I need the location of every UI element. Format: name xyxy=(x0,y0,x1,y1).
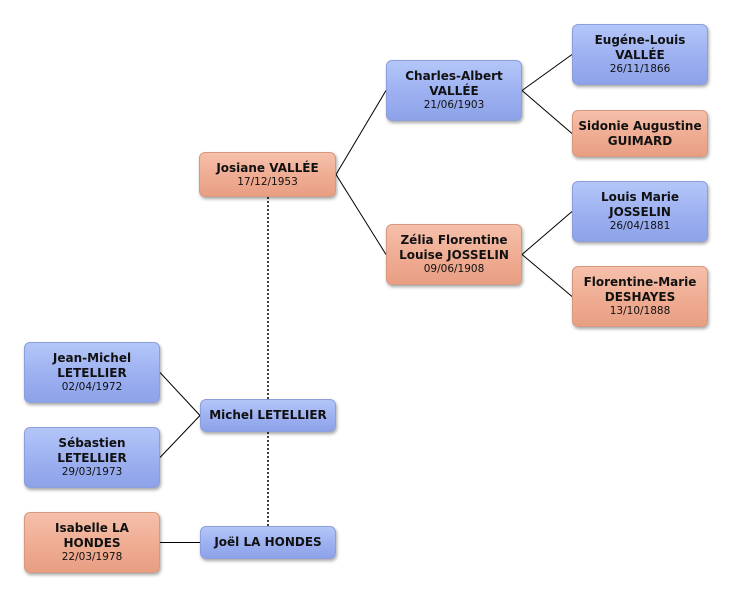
person-name-line2: VALLÉE xyxy=(429,84,479,98)
edge-michel-jeanmichel xyxy=(159,372,201,416)
edge-charles-eugene xyxy=(521,54,573,91)
person-name: Louis Marie xyxy=(600,190,680,204)
person-isabelle-la-hondes[interactable]: Isabelle LA HONDES 22/03/1978 xyxy=(24,512,160,573)
edge-charles-sidonie xyxy=(521,90,573,134)
person-birth-date: 26/04/1881 xyxy=(609,220,671,232)
person-name-line2: VALLÉE xyxy=(615,48,665,62)
person-zelia-florentine-josselin[interactable]: Zélia Florentine Louise JOSSELIN 09/06/1… xyxy=(386,224,522,285)
edge-josiane-zelia xyxy=(335,174,387,255)
person-louis-marie-josselin[interactable]: Louis Marie JOSSELIN 26/04/1881 xyxy=(572,181,708,242)
person-sebastien-letellier[interactable]: Sébastien LETELLIER 29/03/1973 xyxy=(24,427,160,488)
edge-josiane-charles xyxy=(335,90,387,175)
person-name: Josiane VALLÉE xyxy=(216,160,319,175)
edge-zelia-louis xyxy=(521,211,573,255)
person-sidonie-augustine-guimard[interactable]: Sidonie Augustine GUIMARD xyxy=(572,110,708,157)
person-name: Joël LA HONDES xyxy=(214,535,322,549)
person-name-line2: Louise JOSSELIN xyxy=(399,248,509,262)
person-birth-date: 21/06/1903 xyxy=(423,99,485,111)
person-name: Michel LETELLIER xyxy=(209,408,327,422)
person-name-line2: LETELLIER xyxy=(57,451,127,465)
person-name-line2: DESHAYES xyxy=(604,290,676,304)
person-eugene-louis-vallee[interactable]: Eugéne-Louis VALLÉE 26/11/1866 xyxy=(572,24,708,85)
person-name-line2: LETELLIER xyxy=(57,366,127,380)
person-name-line2: HONDES xyxy=(63,536,121,550)
person-birth-date: 22/03/1978 xyxy=(61,551,123,563)
person-birth-date: 09/06/1908 xyxy=(423,263,485,275)
person-birth-date: 13/10/1888 xyxy=(609,305,671,317)
person-joel-la-hondes[interactable]: Joël LA HONDES xyxy=(200,526,336,559)
person-name: Sidonie Augustine xyxy=(578,118,702,133)
person-name-line2: GUIMARD xyxy=(607,133,673,148)
person-name: Florentine-Marie xyxy=(583,275,697,289)
edge-michel-sebastien xyxy=(159,415,201,458)
person-name: Charles-Albert xyxy=(405,69,503,83)
person-jean-michel-letellier[interactable]: Jean-Michel LETELLIER 02/04/1972 xyxy=(24,342,160,403)
person-name: Eugéne-Louis xyxy=(594,33,686,47)
person-birth-date: 26/11/1866 xyxy=(609,63,671,75)
person-charles-albert-vallee[interactable]: Charles-Albert VALLÉE 21/06/1903 xyxy=(386,60,522,121)
person-michel-letellier[interactable]: Michel LETELLIER xyxy=(200,399,336,432)
person-florentine-marie-deshayes[interactable]: Florentine-Marie DESHAYES 13/10/1888 xyxy=(572,266,708,327)
person-name: Isabelle LA xyxy=(55,521,129,535)
person-name-line2: JOSSELIN xyxy=(609,205,671,219)
edge-zelia-florentine xyxy=(521,254,573,297)
person-birth-date: 17/12/1953 xyxy=(237,175,298,188)
person-name: Sébastien xyxy=(58,436,126,450)
person-name: Zélia Florentine xyxy=(400,233,508,247)
person-birth-date: 29/03/1973 xyxy=(61,466,123,478)
person-name: Jean-Michel xyxy=(52,351,132,365)
person-josiane-vallee[interactable]: Josiane VALLÉE 17/12/1953 xyxy=(199,152,336,197)
person-birth-date: 02/04/1972 xyxy=(61,381,123,393)
